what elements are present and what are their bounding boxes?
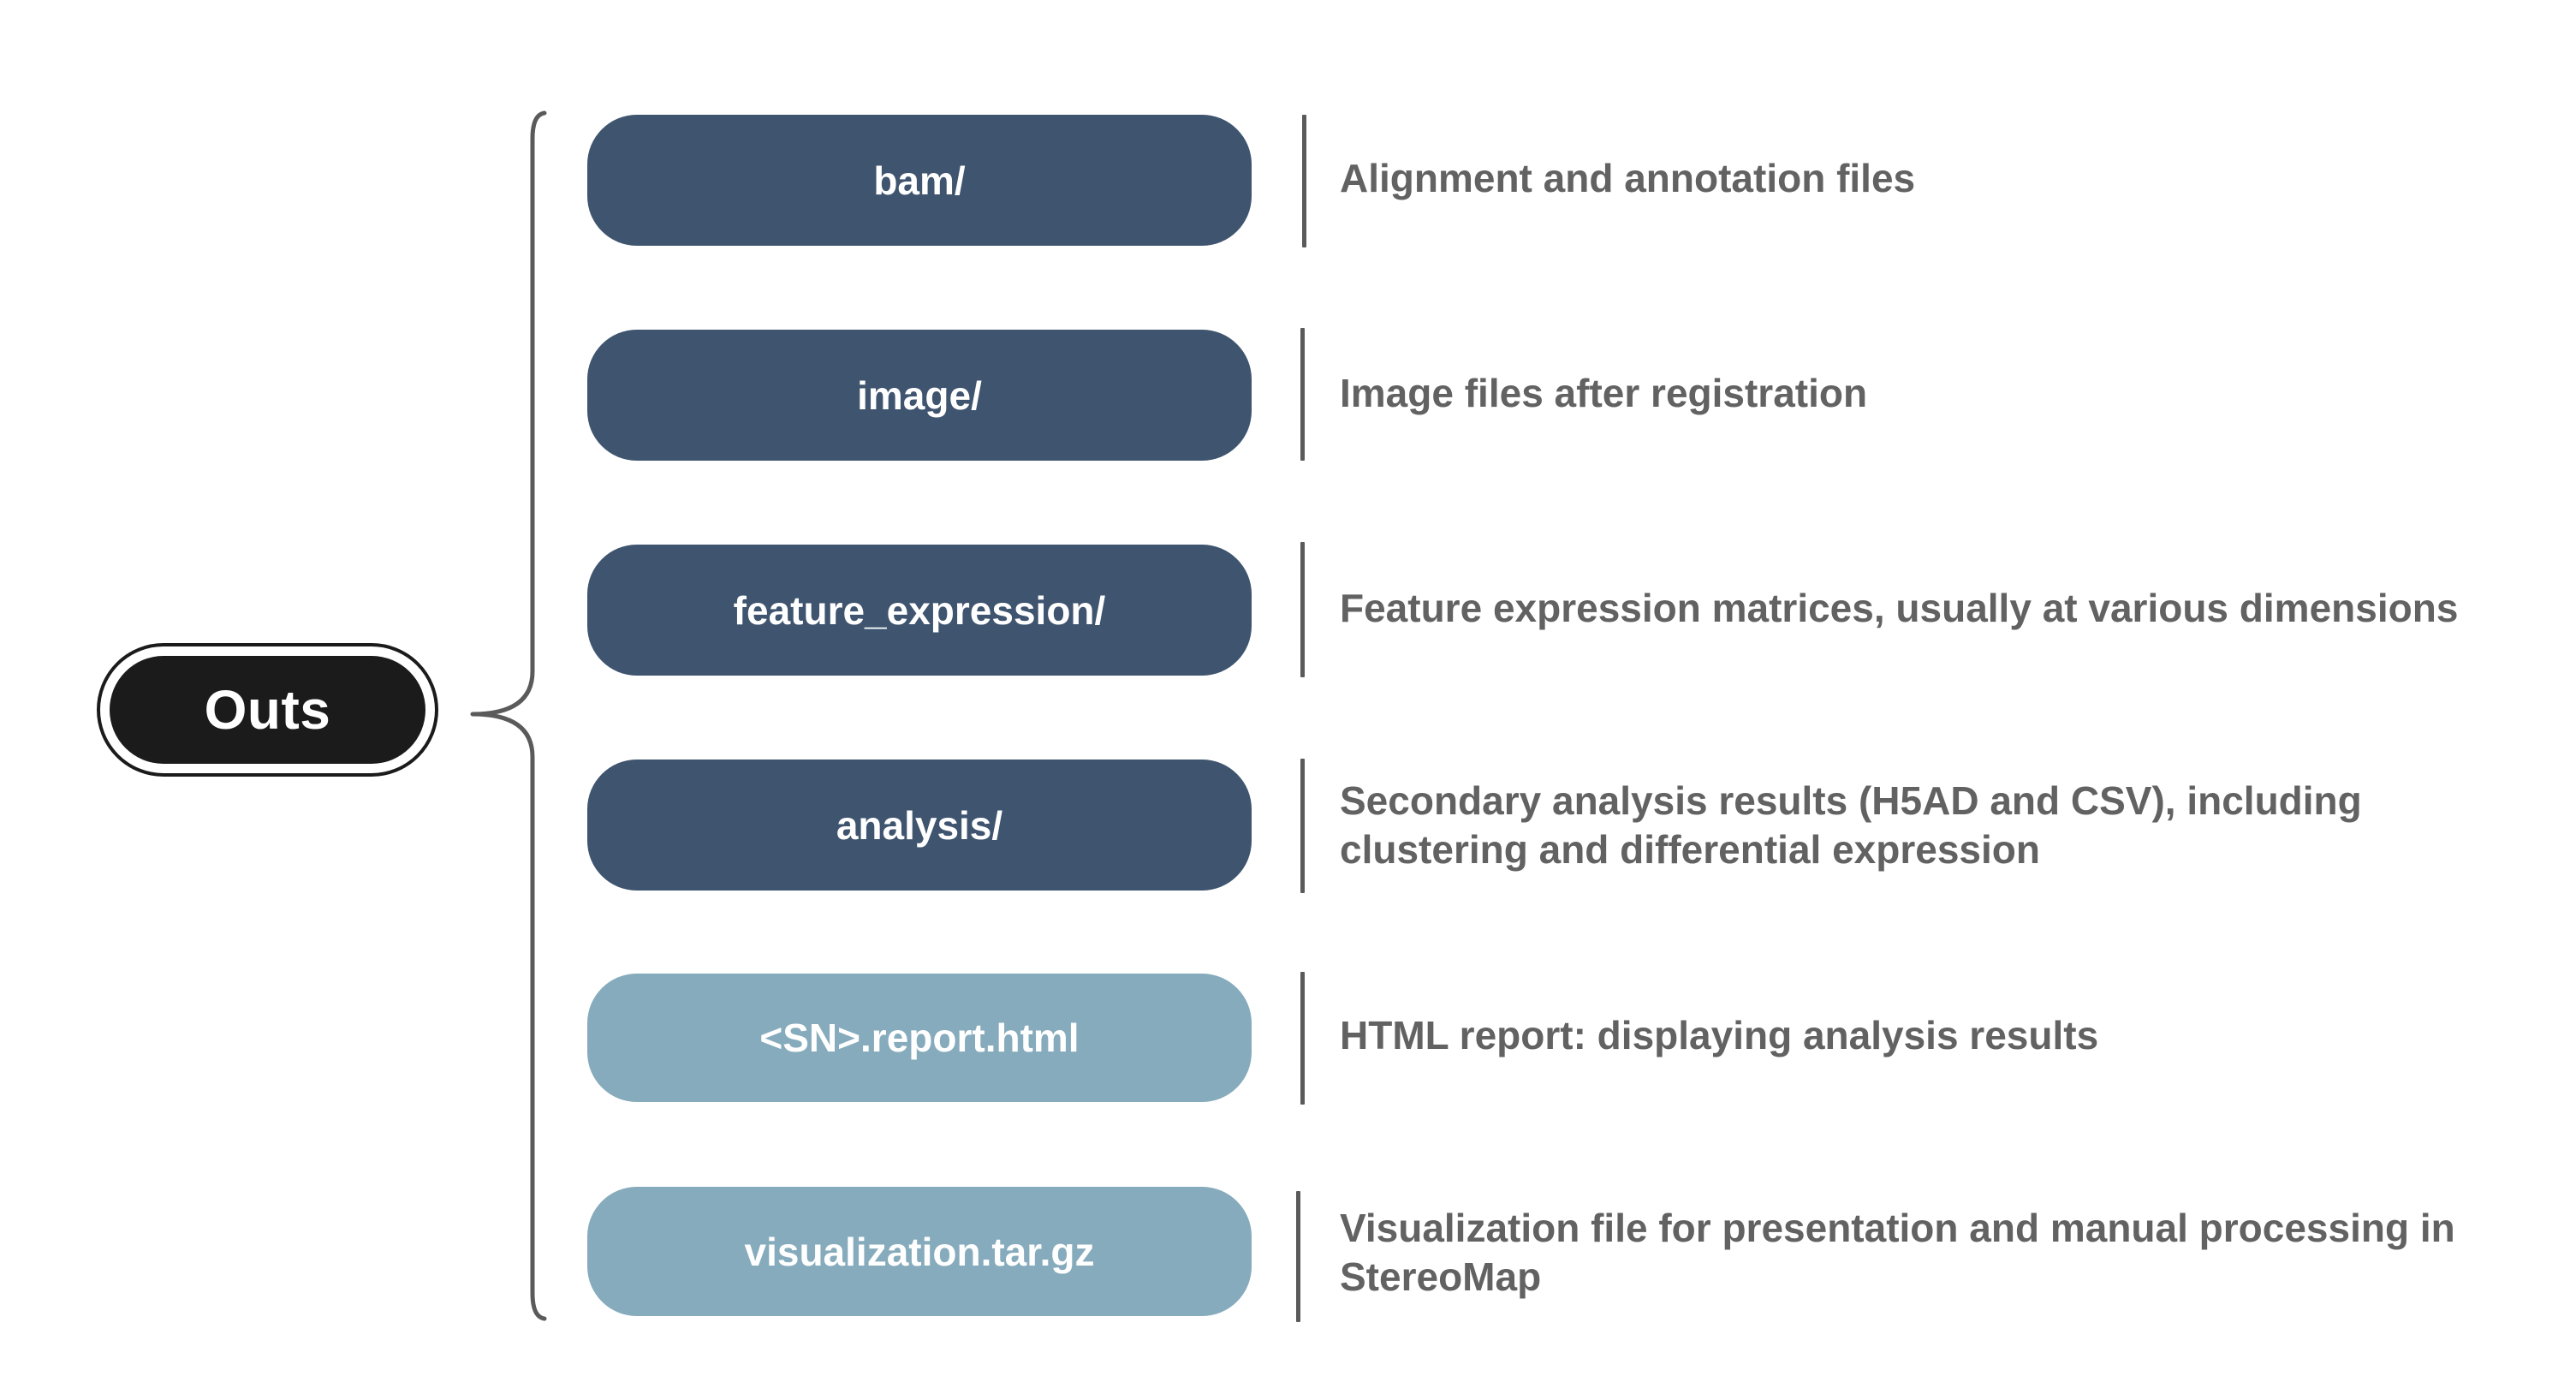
row-divider: [1302, 115, 1306, 247]
description-image: Image files after registration: [1340, 371, 1868, 415]
folder-node-feature-expression: feature_expression/: [587, 545, 1252, 676]
description-feature-expression: Feature expression matrices, usually at …: [1340, 586, 2459, 630]
root-node-outs: Outs: [97, 643, 438, 777]
folder-node-analysis: analysis/: [587, 760, 1252, 891]
row-divider: [1300, 759, 1305, 893]
row-divider: [1296, 1191, 1300, 1322]
file-label: <SN>.report.html: [759, 1016, 1080, 1060]
row-divider: [1300, 328, 1305, 461]
file-node-report-html: <SN>.report.html: [587, 974, 1252, 1102]
file-node-visualization-tar-gz: visualization.tar.gz: [587, 1187, 1252, 1316]
description-visualization-tar-gz: Visualization file for presentation and …: [1340, 1206, 2455, 1299]
file-label: visualization.tar.gz: [744, 1229, 1095, 1274]
folder-label: feature_expression/: [733, 587, 1106, 633]
description-analysis: Secondary analysis results (H5AD and CSV…: [1340, 778, 2362, 872]
folder-label: analysis/: [836, 802, 1003, 848]
description-report-html: HTML report: displaying analysis results: [1340, 1013, 2099, 1057]
folder-label: bam/: [873, 158, 966, 203]
root-node-fill: Outs: [110, 656, 425, 764]
folder-node-image: image/: [587, 330, 1252, 461]
root-label: Outs: [204, 679, 331, 741]
folder-node-bam: bam/: [587, 115, 1252, 246]
folder-label: image/: [857, 372, 982, 418]
description-bam: Alignment and annotation files: [1340, 156, 1916, 200]
row-divider: [1300, 972, 1305, 1105]
row-divider: [1300, 542, 1305, 677]
